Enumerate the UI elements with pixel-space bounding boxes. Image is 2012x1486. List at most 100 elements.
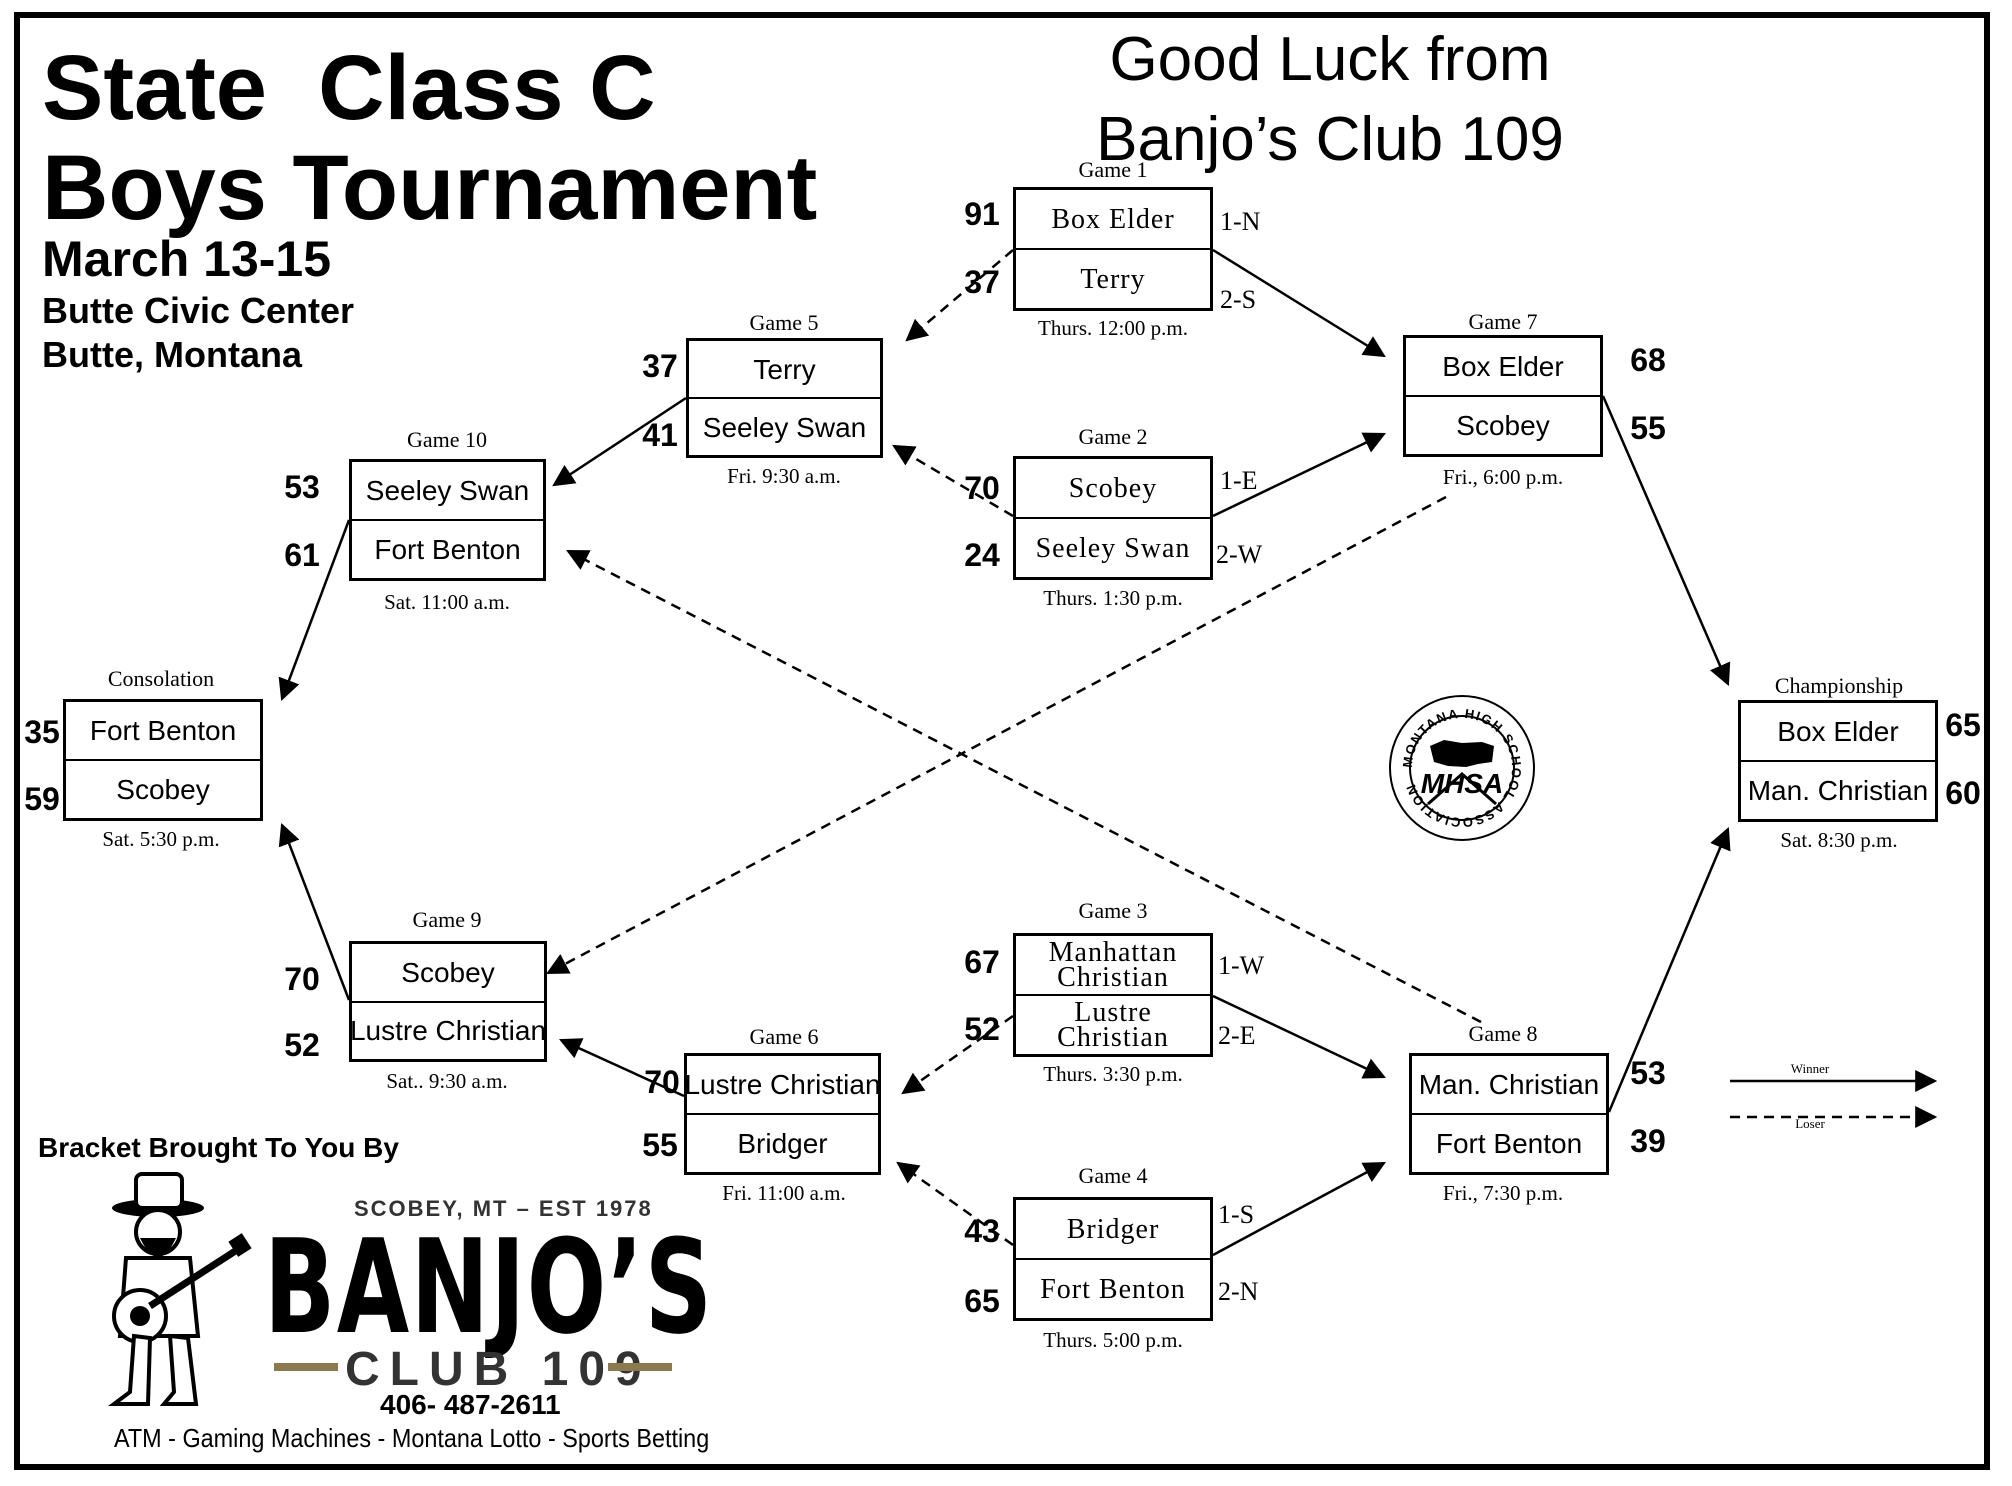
- game-10-top-score: 53: [284, 469, 320, 505]
- sponsor-heading: Bracket Brought To You By: [38, 1132, 399, 1163]
- game-4-box: Bridger Fort Benton: [1013, 1197, 1213, 1321]
- banjo-player-mascot-icon: [108, 1172, 252, 1406]
- game-7-time: Fri., 6:00 p.m.: [1442, 465, 1564, 489]
- consolation-time: Sat. 5:30 p.m.: [102, 827, 220, 851]
- championship-top-team: Box Elder: [1777, 716, 1899, 747]
- game-6-top-team: Lustre Christian: [684, 1069, 881, 1100]
- game-6-top-score: 70: [644, 1064, 680, 1100]
- game-9-top-score: 70: [284, 961, 320, 997]
- game-3-bottom-score: 52: [964, 1011, 1000, 1047]
- game-4-time: Thurs. 5:00 p.m.: [1043, 1328, 1183, 1352]
- championship-time: Sat. 8:30 p.m.: [1780, 828, 1898, 852]
- game-2-top-score: 70: [964, 470, 1000, 506]
- game-7-top-team: Box Elder: [1442, 351, 1564, 382]
- game-6-time: Fri. 11:00 a.m.: [722, 1181, 846, 1205]
- game-1-time: Thurs. 12:00 p.m.: [1038, 316, 1188, 340]
- game-7-bottom-team: Scobey: [1406, 395, 1600, 454]
- game-5-bottom-score: 41: [642, 417, 678, 453]
- winner-arrow-g5-g10: [552, 396, 687, 487]
- game-3-top-team: Manhattan Christian: [1048, 937, 1178, 993]
- game-2-top-seed: 1-E: [1220, 466, 1258, 495]
- tournament-title: State Class C Boys Tournament: [42, 38, 817, 238]
- game-8-box: Man. Christian Fort Benton: [1409, 1053, 1609, 1175]
- game-10-label: Game 10: [406, 427, 488, 452]
- game-2-top-team: Scobey: [1068, 472, 1158, 504]
- winner-arrow-g10-cons: [278, 519, 351, 702]
- loser-arrow-g8-g10: [566, 549, 1482, 1024]
- game-9-box: Scobey Lustre Christian: [349, 941, 547, 1062]
- winner-arrow-g8-champ: [1607, 826, 1731, 1113]
- game-7-box: Box Elder Scobey: [1403, 335, 1603, 457]
- sponsor-club: CLUB 109: [345, 1343, 652, 1396]
- game-10-time: Sat. 11:00 a.m.: [384, 590, 510, 614]
- loser-arrow-g1-g5: [905, 249, 1014, 342]
- loser-arrow-g4-g6: [896, 1161, 1014, 1247]
- mhsa-logo-icon: MONTANA HIGH SCHOOL ASSOCIATION MHSA: [1389, 695, 1535, 841]
- winner-arrow-g6-g9: [558, 1038, 685, 1098]
- game-2-box: Scobey Seeley Swan: [1013, 456, 1213, 580]
- winner-arrow-g3-g8: [1212, 994, 1386, 1079]
- game-9-bottom-team: Lustre Christian: [350, 1000, 546, 1060]
- game-8-time: Fri., 7:30 p.m.: [1442, 1181, 1564, 1205]
- game-7-bottom-score: 55: [1630, 410, 1666, 446]
- game-1-top-team: Box Elder: [1051, 203, 1175, 235]
- game-8-bottom-score: 39: [1630, 1123, 1666, 1159]
- game-1-bottom-seed: 2-S: [1220, 285, 1257, 314]
- game-10-bottom-team: Fort Benton: [352, 519, 543, 578]
- title-line-1: State Class C: [42, 37, 656, 139]
- game-3-time: Thurs. 3:30 p.m.: [1043, 1062, 1183, 1086]
- title-line-2: Boys Tournament: [42, 137, 818, 239]
- consolation-bottom-team: Scobey: [66, 759, 260, 818]
- game-4-top-score: 43: [964, 1213, 1000, 1249]
- game-3-top-score: 67: [964, 944, 1000, 980]
- championship-box: Box Elder Man. Christian: [1738, 700, 1938, 822]
- consolation-box: Fort Benton Scobey: [63, 699, 263, 821]
- game-1-bottom-team: Terry: [1016, 248, 1210, 308]
- winner-arrow-g4-g8: [1212, 1161, 1386, 1257]
- club-divider-left: [274, 1363, 338, 1371]
- winner-arrow-g9-cons: [278, 822, 351, 1001]
- game-7-label: Game 7: [1468, 309, 1538, 334]
- consolation-top-team: Fort Benton: [89, 715, 237, 746]
- tournament-dates: March 13-15: [42, 231, 332, 287]
- game-4-top-seed: 1-S: [1218, 1200, 1255, 1229]
- consolation-bottom-score: 59: [24, 781, 60, 817]
- game-4-bottom-seed: 2-N: [1218, 1277, 1259, 1306]
- consolation-label: Consolation: [107, 666, 215, 691]
- good-luck-line-2: Banjo’s Club 109: [1096, 105, 1564, 174]
- game-9-time: Sat.. 9:30 a.m.: [386, 1069, 508, 1093]
- game-3-bottom-seed: 2-E: [1218, 1021, 1256, 1050]
- game-10-box: Seeley Swan Fort Benton: [349, 459, 546, 581]
- game-3-box: Manhattan Christian Lustre Christian: [1013, 933, 1213, 1057]
- winner-arrow-g1-g7: [1212, 248, 1386, 358]
- game-1-box: Box Elder Terry: [1013, 187, 1213, 311]
- game-8-label: Game 8: [1468, 1021, 1538, 1046]
- game-10-top-team: Seeley Swan: [365, 475, 530, 506]
- game-5-box: Terry Seeley Swan: [686, 338, 883, 458]
- game-7-top-score: 68: [1630, 342, 1666, 378]
- game-2-bottom-score: 24: [964, 537, 1000, 573]
- sponsor-subtitle: SCOBEY, MT – EST 1978: [354, 1196, 653, 1221]
- tournament-city: Butte, Montana: [42, 334, 302, 375]
- game-8-top-team: Man. Christian: [1418, 1069, 1600, 1100]
- game-6-box: Lustre Christian Bridger: [684, 1053, 881, 1175]
- game-4-label: Game 4: [1078, 1163, 1148, 1188]
- game-5-bottom-team: Seeley Swan: [689, 397, 880, 455]
- game-9-bottom-score: 52: [284, 1027, 320, 1063]
- loser-arrow-g3-g6: [901, 1014, 1014, 1095]
- game-6-bottom-score: 55: [642, 1127, 678, 1163]
- game-5-label: Game 5: [749, 310, 819, 335]
- game-2-bottom-seed: 2-W: [1216, 540, 1263, 569]
- game-9-label: Game 9: [412, 907, 482, 932]
- game-4-top-team: Bridger: [1066, 1213, 1160, 1245]
- game-6-label: Game 6: [749, 1024, 819, 1049]
- championship-label: Championship: [1774, 673, 1904, 698]
- page-border: [14, 12, 1990, 1470]
- legend-loser-label: Loser: [1795, 1116, 1825, 1131]
- game-1-label: Game 1: [1078, 157, 1148, 182]
- game-3-bottom-team: Lustre Christian: [1016, 994, 1210, 1054]
- game-5-time: Fri. 9:30 a.m.: [727, 464, 841, 488]
- tournament-venue: Butte Civic Center: [42, 290, 355, 331]
- game-1-top-score: 91: [964, 196, 1000, 232]
